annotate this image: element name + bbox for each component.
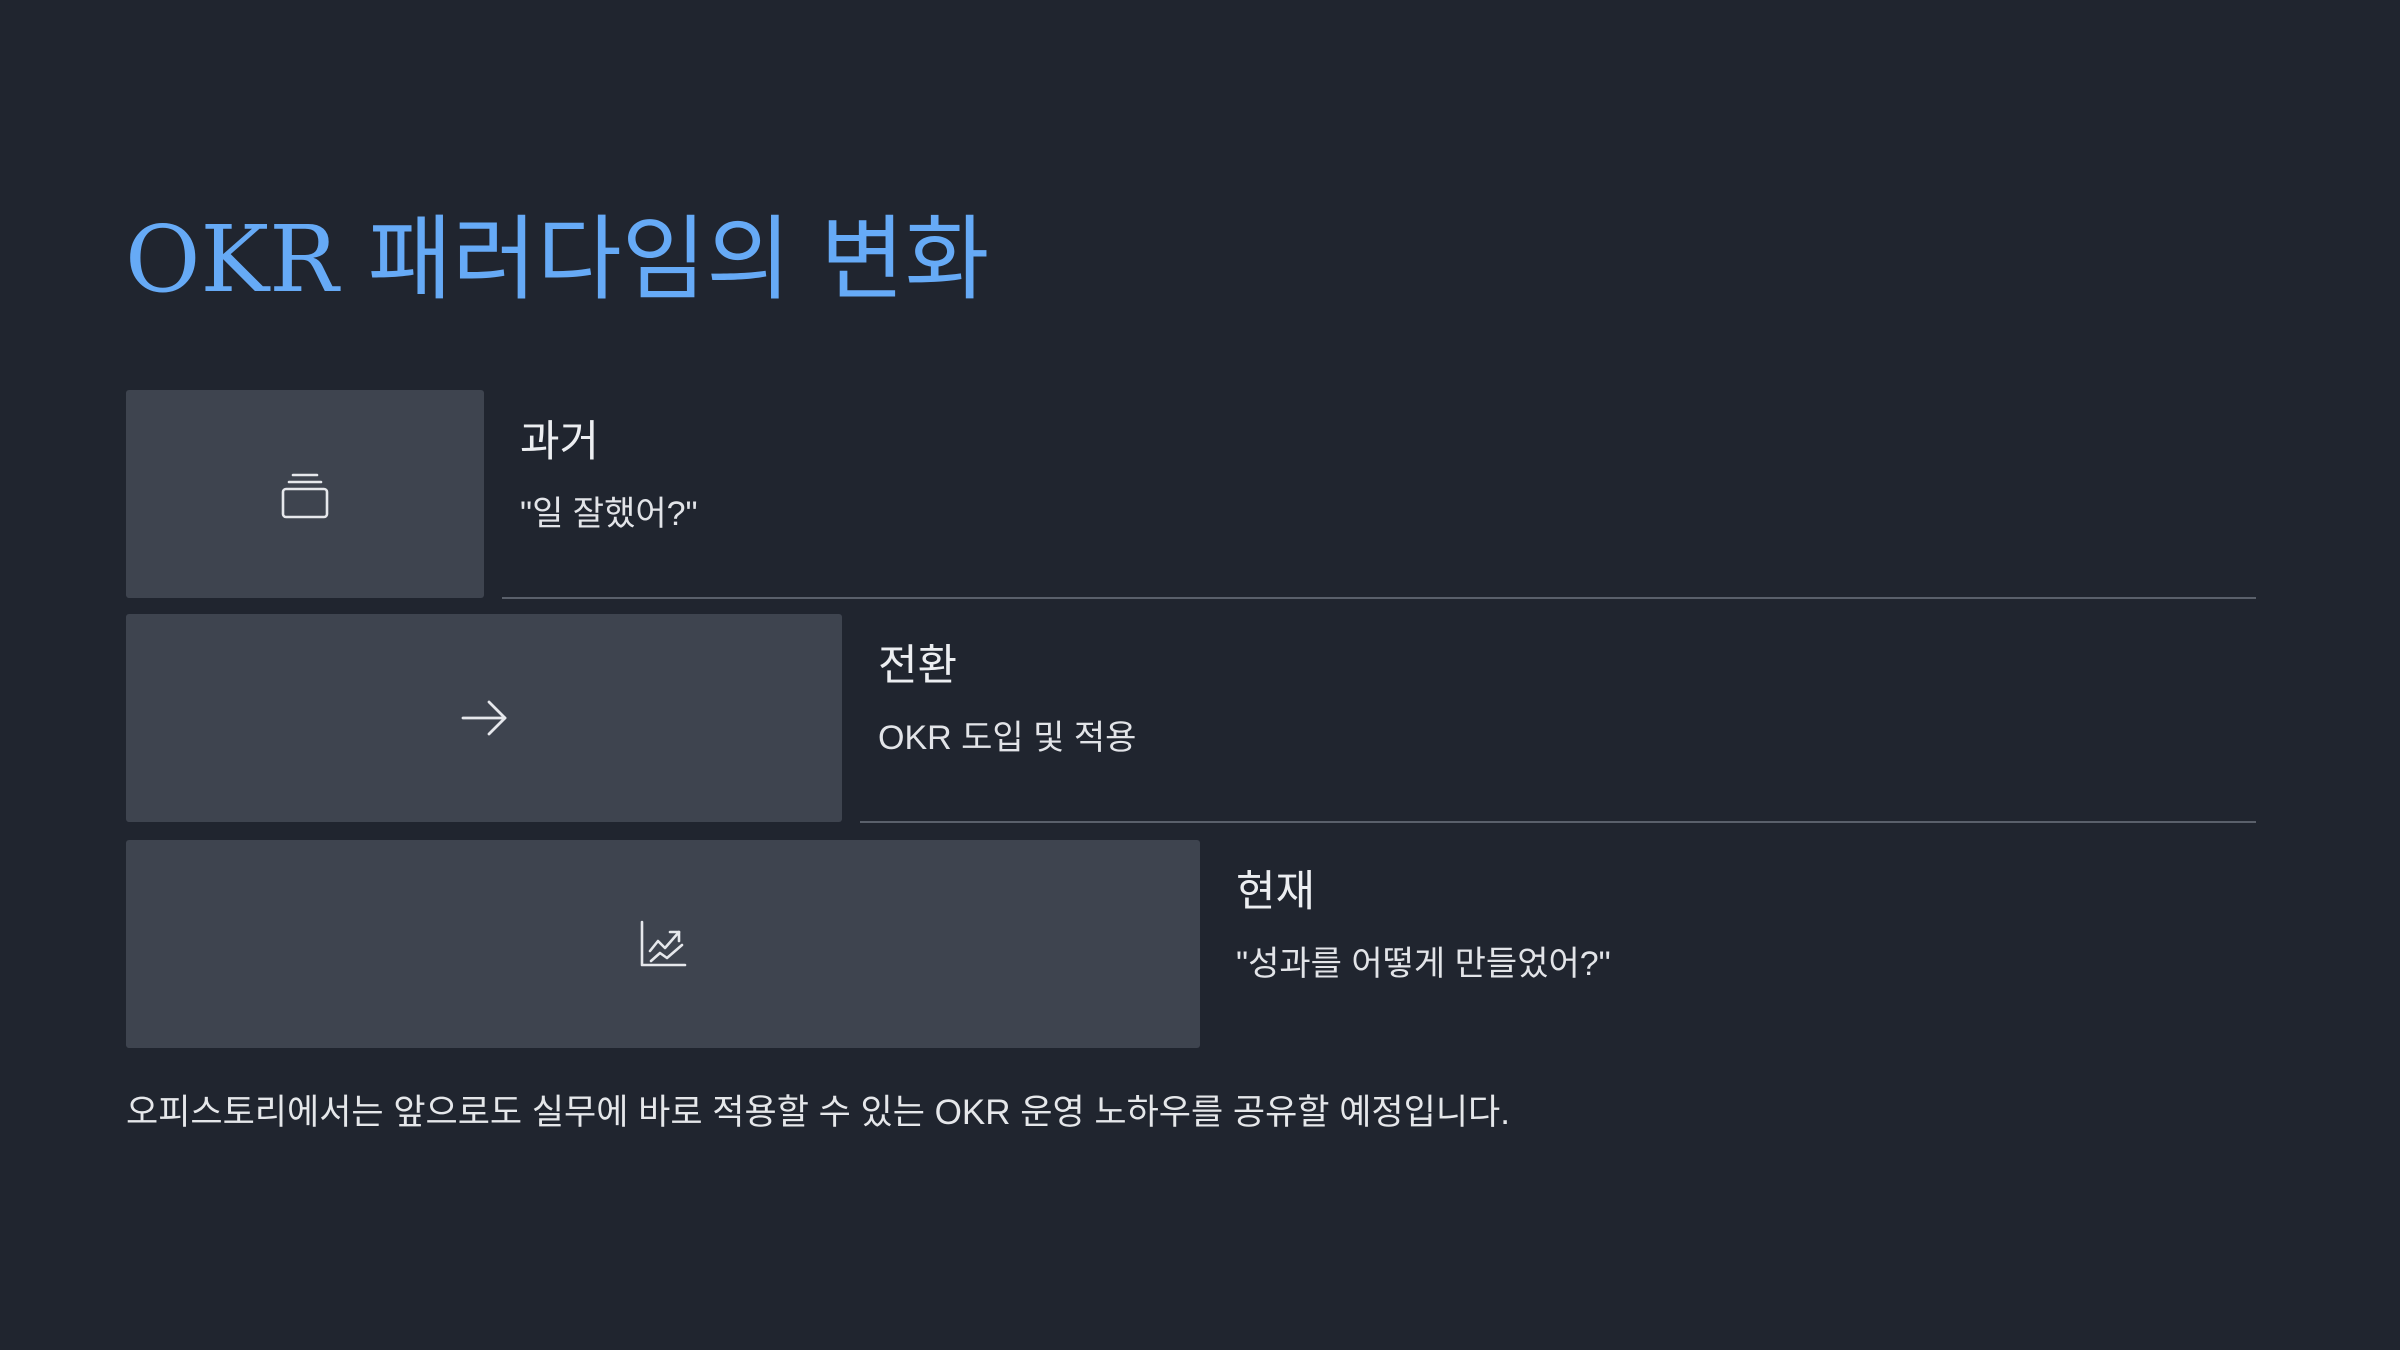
page-title: OKR 패러다임의 변화 [125,206,990,313]
step-description: OKR 도입 및 적용 [878,719,1137,757]
step-heading: 전환 [878,642,958,690]
timeline-step-transition: 전환 OKR 도입 및 적용 [126,614,2256,823]
footer-note: 오피스토리에서는 앞으로도 실무에 바로 적용할 수 있는 OKR 운영 노하우… [126,1093,1510,1132]
step-divider [860,821,2256,823]
step-icon-box [126,840,1200,1048]
step-icon-box [126,614,842,822]
step-description: "성과를 어떻게 만들었어?" [1236,945,1611,983]
step-description: "일 잘했어?" [520,495,698,533]
step-icon-box [126,390,484,598]
timeline-step-present: 현재 "성과를 어떻게 만들었어?" [126,840,2256,1048]
step-divider [502,597,2256,599]
chart-trend-icon [636,917,690,971]
stacked-layers-icon [278,467,332,521]
step-heading: 과거 [520,418,600,466]
step-heading: 현재 [1236,868,1316,916]
timeline-step-past: 과거 "일 잘했어?" [126,390,2256,599]
arrow-right-icon [457,691,511,745]
